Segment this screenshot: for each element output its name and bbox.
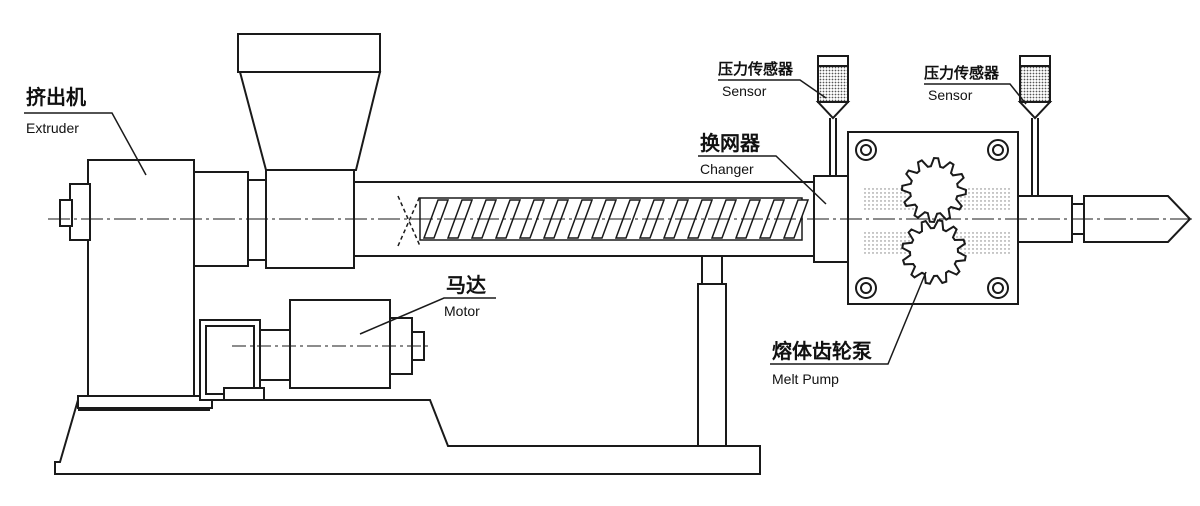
label-sensor-2-en: Sensor — [928, 87, 973, 103]
label-motor-cn: 马达 — [446, 273, 486, 297]
bolt-bottom-left — [855, 277, 877, 299]
hopper — [237, 33, 382, 171]
label-motor-en: Motor — [444, 303, 480, 319]
screw-flight — [422, 199, 450, 239]
bolt-top-right — [987, 139, 1009, 161]
label-sensor-1-en: Sensor — [722, 83, 767, 99]
pressure-sensor-1 — [815, 55, 851, 176]
screw-flight — [686, 199, 714, 239]
extruder-housing — [59, 159, 195, 397]
label-melt-pump-cn: 熔体齿轮泵 — [772, 339, 872, 363]
screw-flight — [758, 199, 786, 239]
label-extruder-cn: 挤出机 — [26, 85, 86, 109]
extruder-leader — [24, 112, 147, 176]
label-sensor-1-cn: 压力传感器 — [718, 60, 794, 78]
motor — [199, 299, 425, 401]
label-changer-en: Changer — [700, 161, 754, 177]
motor-leader — [359, 297, 496, 335]
label-changer: 换网器 Changer — [700, 131, 761, 177]
changer-leader — [698, 155, 827, 205]
label-melt-pump-en: Melt Pump — [772, 371, 839, 387]
barrel-support — [697, 255, 727, 447]
gear-upper — [900, 156, 968, 224]
melt-pump — [847, 131, 1019, 305]
label-sensor-2: 压力传感器 Sensor — [924, 64, 1000, 103]
label-extruder: 挤出机 Extruder — [26, 85, 86, 136]
sensor-1-leader — [718, 79, 827, 99]
pressure-sensor-2 — [1017, 55, 1053, 196]
screw — [397, 195, 810, 247]
label-extruder-en: Extruder — [26, 120, 79, 136]
gear-lower — [901, 219, 967, 285]
label-sensor-2-cn: 压力传感器 — [924, 64, 1000, 82]
label-motor: 马达 Motor — [444, 273, 486, 319]
bolt-bottom-right — [987, 277, 1009, 299]
label-melt-pump: 熔体齿轮泵 Melt Pump — [772, 339, 872, 387]
melt-pump-leader — [770, 271, 927, 365]
sensor-2-leader — [924, 83, 1027, 105]
machine-base — [54, 395, 761, 475]
screw-flight — [494, 199, 522, 239]
label-changer-cn: 换网器 — [700, 131, 761, 155]
bolt-top-left — [855, 139, 877, 161]
label-sensor-1: 压力传感器 Sensor — [718, 60, 794, 99]
